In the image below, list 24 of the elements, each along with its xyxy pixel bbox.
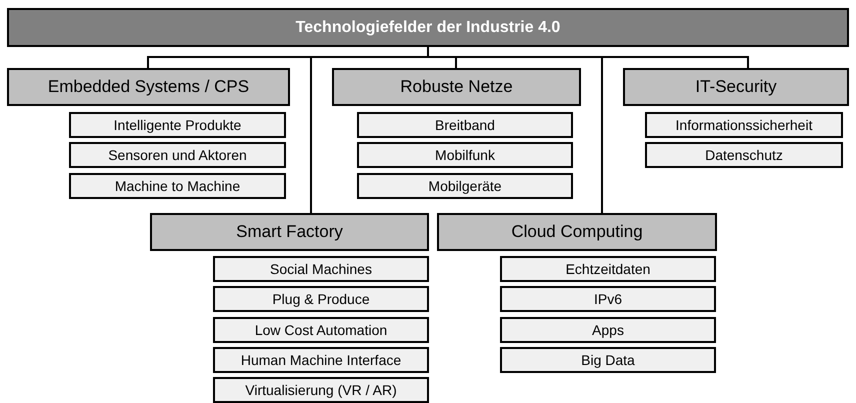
category-box: Cloud Computing (437, 213, 717, 251)
topic-box: Breitband (357, 112, 573, 138)
topic-box: Machine to Machine (69, 173, 286, 199)
topic-box: Sensoren und Aktoren (69, 142, 286, 168)
topic-box: Intelligente Produkte (69, 112, 286, 138)
topic-box: Informationssicherheit (645, 112, 843, 138)
category-box: Embedded Systems / CPS (7, 68, 290, 106)
topic-box: Mobilfunk (357, 142, 573, 168)
topic-box: Human Machine Interface (213, 347, 429, 373)
connector-line (427, 47, 603, 213)
topic-box: Big Data (500, 347, 716, 373)
title-box: Technologiefelder der Industrie 4.0 (7, 8, 849, 47)
topic-box: Plug & Produce (213, 286, 429, 312)
topic-box: Low Cost Automation (213, 317, 429, 343)
topic-box: Virtualisierung (VR / AR) (213, 377, 429, 403)
topic-box: IPv6 (500, 286, 716, 312)
category-box: IT-Security (623, 68, 849, 106)
category-box: Smart Factory (150, 213, 429, 251)
topic-box: Apps (500, 317, 716, 343)
topic-box: Datenschutz (645, 142, 843, 168)
topic-box: Mobilgeräte (357, 173, 573, 199)
category-box: Robuste Netze (332, 68, 581, 106)
topic-box: Social Machines (213, 256, 429, 282)
topic-box: Echtzeitdaten (500, 256, 716, 282)
